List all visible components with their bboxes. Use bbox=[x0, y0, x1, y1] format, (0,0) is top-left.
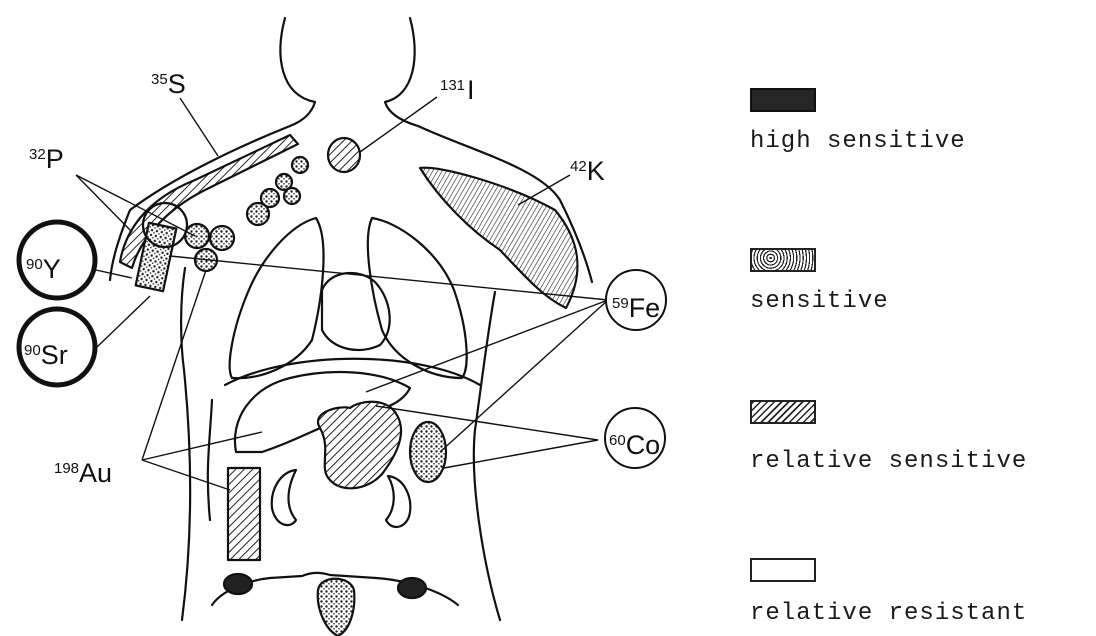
p32-label: 32P bbox=[29, 144, 64, 174]
lymph-node bbox=[247, 203, 269, 225]
lung-right bbox=[368, 218, 467, 378]
ovary-right bbox=[398, 578, 426, 598]
au198-label: 198Au bbox=[54, 458, 112, 488]
legend-swatch-relative-resistant bbox=[750, 558, 816, 582]
head-outline-right bbox=[385, 18, 418, 126]
ovary-left bbox=[224, 574, 252, 594]
legend-swatch-sensitive bbox=[750, 248, 816, 272]
legend-swatch-relative-sensitive bbox=[750, 400, 816, 424]
head-outline bbox=[280, 18, 315, 126]
lymph-node bbox=[210, 226, 234, 250]
i131-label: 131I bbox=[440, 75, 475, 105]
uterus bbox=[318, 579, 355, 636]
legend-swatch-high-sensitive bbox=[750, 88, 816, 112]
heart bbox=[322, 273, 390, 350]
legend-label-relative-sensitive: relative sensitive bbox=[750, 448, 1027, 475]
s35-label: 35S bbox=[151, 69, 186, 99]
legend-label-sensitive: sensitive bbox=[750, 288, 889, 315]
waist-left bbox=[208, 400, 212, 520]
muscle bbox=[420, 168, 578, 308]
colon bbox=[228, 468, 260, 560]
legend-label-high-sensitive: high sensitive bbox=[750, 128, 966, 155]
legend-label-relative-resistant: relative resistant bbox=[750, 600, 1027, 627]
kidney-right bbox=[386, 476, 410, 527]
kidney-left bbox=[272, 470, 296, 525]
lymph-node bbox=[284, 188, 300, 204]
arm-right-inner bbox=[474, 292, 500, 620]
lymph-node bbox=[185, 224, 209, 248]
lung-left bbox=[230, 218, 324, 378]
thyroid bbox=[328, 138, 360, 172]
lymph-node bbox=[292, 157, 308, 173]
k42-label: 42K bbox=[570, 156, 605, 186]
